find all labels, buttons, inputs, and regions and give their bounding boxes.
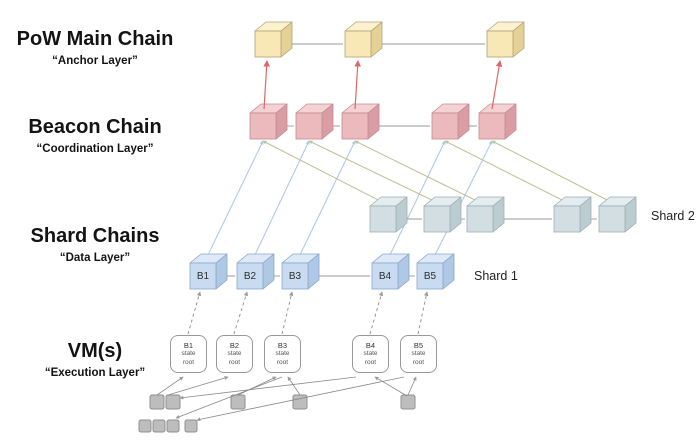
shard2-block bbox=[369, 196, 408, 233]
crosslink-shard2-to-beacon bbox=[308, 140, 439, 204]
vm-block-id: B4 bbox=[365, 340, 376, 350]
vm-to-shard-arrow bbox=[281, 291, 294, 335]
hash-arrow-long bbox=[196, 376, 405, 422]
vm-state-root-box-b1: B1 state root bbox=[170, 335, 207, 373]
hash-arrow-long bbox=[179, 376, 357, 400]
vm-block-id: B3 bbox=[277, 340, 288, 350]
vm-to-shard-arrow bbox=[369, 291, 384, 335]
vm-root-label: root bbox=[364, 358, 377, 366]
crosslink-shard2-to-beacon bbox=[354, 140, 482, 204]
data-leaf-square bbox=[166, 419, 180, 433]
vm-root-label: root bbox=[228, 358, 241, 366]
crosslink-shard1-to-beacon bbox=[205, 140, 264, 260]
layer-pow: PoW Main Chain “Anchor Layer” bbox=[0, 28, 190, 68]
shard2-block bbox=[553, 196, 592, 233]
vm-root-label: root bbox=[412, 358, 425, 366]
vm-block-id: B2 bbox=[229, 340, 240, 350]
vm-state-label: state bbox=[411, 350, 426, 358]
pow-block bbox=[486, 21, 525, 58]
layer-beacon: Beacon Chain “Coordination Layer” bbox=[0, 116, 190, 156]
layer-beacon-title: Beacon Chain bbox=[28, 116, 162, 138]
shard1-block-label-b5: B5 bbox=[423, 270, 437, 282]
pow-block bbox=[344, 21, 383, 58]
hash-arrow bbox=[287, 376, 301, 396]
shard1-block-label-b1: B1 bbox=[196, 270, 210, 282]
vm-to-shard-arrow bbox=[417, 291, 429, 335]
hash-arrow bbox=[374, 376, 408, 397]
shard2-label: Shard 2 bbox=[651, 209, 695, 223]
vm-state-root-box-b3: B3 state root bbox=[264, 335, 301, 373]
data-leaf-square bbox=[138, 419, 152, 433]
layer-shards-title: Shard Chains bbox=[30, 225, 160, 247]
layer-vm-subtitle: “Execution Layer” bbox=[44, 367, 146, 379]
data-leaf-square bbox=[292, 394, 308, 410]
shard1-label: Shard 1 bbox=[474, 269, 518, 283]
data-leaf-square bbox=[152, 419, 166, 433]
vm-state-label: state bbox=[181, 350, 196, 358]
hash-arrow bbox=[156, 376, 184, 396]
shard1-block bbox=[189, 253, 228, 290]
vm-state-root-box-b5: B5 state root bbox=[400, 335, 437, 373]
vm-block-id: B1 bbox=[183, 340, 194, 350]
shard1-block bbox=[371, 253, 410, 290]
beacon-block bbox=[341, 103, 380, 140]
hash-arrow bbox=[407, 376, 417, 396]
vm-to-shard-arrow bbox=[187, 291, 202, 335]
crosslink-shard1-to-beacon bbox=[252, 140, 310, 260]
shard2-block bbox=[423, 196, 462, 233]
data-leaf-square bbox=[230, 394, 246, 410]
hash-arrow-long bbox=[175, 376, 283, 419]
vm-state-label: state bbox=[227, 350, 242, 358]
crosslink-shard1-to-beacon bbox=[297, 140, 356, 260]
vm-to-shard-arrow bbox=[233, 291, 249, 335]
shard1-block bbox=[281, 253, 320, 290]
layer-vm: VM(s) “Execution Layer” bbox=[0, 340, 190, 380]
hash-arrow bbox=[237, 376, 277, 396]
crosslink-shard1-to-beacon bbox=[387, 140, 446, 260]
data-leaf-square bbox=[184, 419, 198, 433]
vm-state-root-box-b4: B4 state root bbox=[352, 335, 389, 373]
anchor-arrow bbox=[263, 60, 270, 110]
hash-arrow bbox=[167, 376, 229, 396]
crosslink-shard2-to-beacon bbox=[262, 140, 385, 204]
crosslink-shard2-to-beacon bbox=[444, 140, 569, 204]
data-leaf-square bbox=[165, 394, 181, 410]
shard2-block bbox=[466, 196, 505, 233]
pow-block bbox=[254, 21, 293, 58]
vm-root-label: root bbox=[276, 358, 289, 366]
beacon-block bbox=[249, 103, 288, 140]
vm-block-id: B5 bbox=[413, 340, 424, 350]
shard2-block bbox=[598, 196, 637, 233]
vm-state-root-box-b2: B2 state root bbox=[216, 335, 253, 373]
layer-pow-subtitle: “Anchor Layer” bbox=[52, 55, 138, 67]
shard1-block-label-b4: B4 bbox=[378, 270, 392, 282]
vm-root-label: root bbox=[182, 358, 195, 366]
crosslink-shard1-to-beacon bbox=[432, 140, 493, 260]
crosslink-shard2-to-beacon bbox=[491, 140, 614, 204]
vm-state-label: state bbox=[275, 350, 290, 358]
layer-pow-title: PoW Main Chain bbox=[16, 28, 174, 50]
layer-beacon-subtitle: “Coordination Layer” bbox=[36, 143, 154, 155]
anchor-arrow bbox=[491, 60, 503, 110]
layer-shards-subtitle: “Data Layer” bbox=[59, 252, 131, 264]
shard1-block-label-b2: B2 bbox=[243, 270, 257, 282]
anchor-arrow bbox=[354, 60, 361, 110]
data-leaf-square bbox=[400, 394, 416, 410]
beacon-block bbox=[295, 103, 334, 140]
layer-vm-title: VM(s) bbox=[67, 340, 123, 362]
layer-shards: Shard Chains “Data Layer” bbox=[0, 225, 190, 265]
beacon-block bbox=[478, 103, 517, 140]
shard1-block bbox=[236, 253, 275, 290]
shard1-block-label-b3: B3 bbox=[288, 270, 302, 282]
data-leaf-square bbox=[149, 394, 165, 410]
beacon-block bbox=[431, 103, 470, 140]
shard1-block bbox=[416, 253, 455, 290]
vm-state-label: state bbox=[363, 350, 378, 358]
